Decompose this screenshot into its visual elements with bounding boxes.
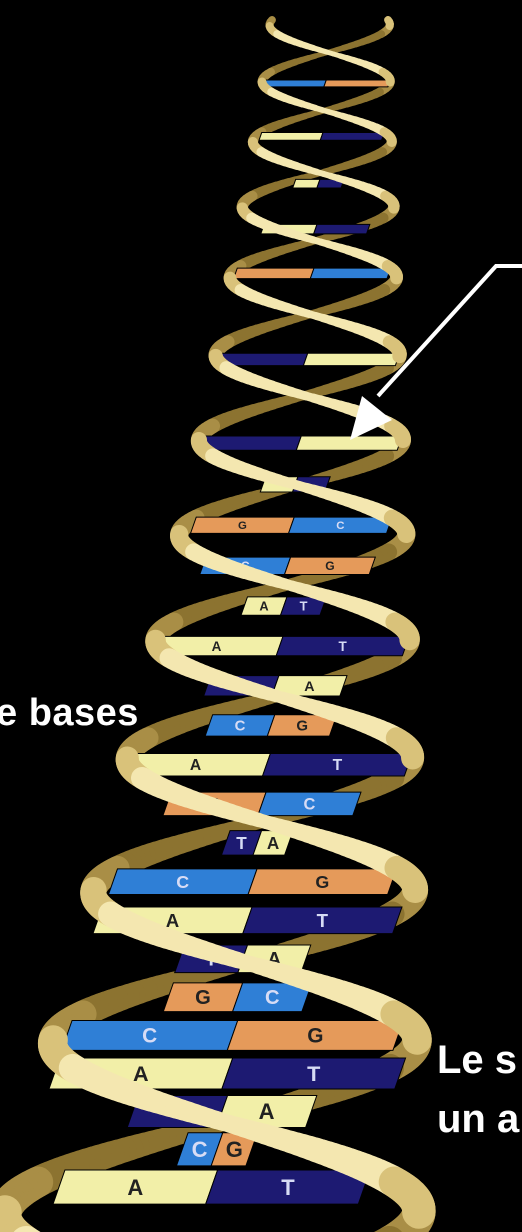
base-pair bbox=[260, 80, 390, 87]
base-right-letter: T bbox=[307, 1061, 320, 1086]
base-right-letter: G bbox=[325, 559, 334, 573]
base-right bbox=[310, 268, 390, 278]
base-right-letter: G bbox=[307, 1025, 323, 1048]
base-right-letter: G bbox=[226, 1137, 243, 1162]
bases-label: e bases bbox=[0, 692, 139, 735]
base-pair bbox=[211, 353, 399, 365]
base-pair bbox=[195, 436, 402, 450]
base-left-letter: C bbox=[142, 1025, 157, 1048]
caption-line-2: un a bbox=[437, 1097, 519, 1142]
base-left-letter: A bbox=[259, 599, 268, 614]
base-right bbox=[320, 133, 384, 141]
base-right-letter: A bbox=[304, 679, 314, 695]
base-right-letter: A bbox=[259, 1099, 275, 1124]
base-right-letter: T bbox=[300, 599, 308, 614]
base-left bbox=[234, 268, 314, 278]
base-right-letter: G bbox=[315, 872, 329, 892]
base-right bbox=[324, 80, 390, 87]
base-left-letter: A bbox=[212, 639, 222, 654]
base-right-letter: G bbox=[296, 718, 308, 735]
base-right-letter: C bbox=[303, 796, 315, 814]
base-left-letter: T bbox=[236, 833, 247, 853]
base-left-letter: G bbox=[238, 520, 247, 532]
base-left-letter: C bbox=[235, 718, 246, 735]
base-right-letter: C bbox=[265, 987, 280, 1009]
base-left bbox=[293, 179, 320, 188]
base-pair bbox=[234, 268, 391, 278]
base-right bbox=[314, 224, 370, 234]
base-left bbox=[259, 133, 323, 141]
base-right-letter: T bbox=[339, 639, 348, 654]
base-pair bbox=[259, 133, 384, 141]
base-left-letter: C bbox=[176, 872, 189, 892]
base-right-letter: T bbox=[281, 1175, 295, 1200]
caption-line-1: Le s bbox=[437, 1038, 517, 1083]
base-left-letter: C bbox=[192, 1137, 208, 1162]
base-left-letter: G bbox=[195, 987, 211, 1009]
base-right-letter: A bbox=[267, 833, 279, 853]
base-right-letter: T bbox=[317, 910, 329, 931]
base-right bbox=[303, 353, 399, 365]
base-left-letter: A bbox=[190, 757, 201, 774]
base-left-letter: A bbox=[127, 1175, 143, 1200]
base-right-letter: C bbox=[336, 520, 344, 532]
base-right bbox=[296, 436, 402, 450]
base-right-letter: T bbox=[333, 757, 343, 774]
